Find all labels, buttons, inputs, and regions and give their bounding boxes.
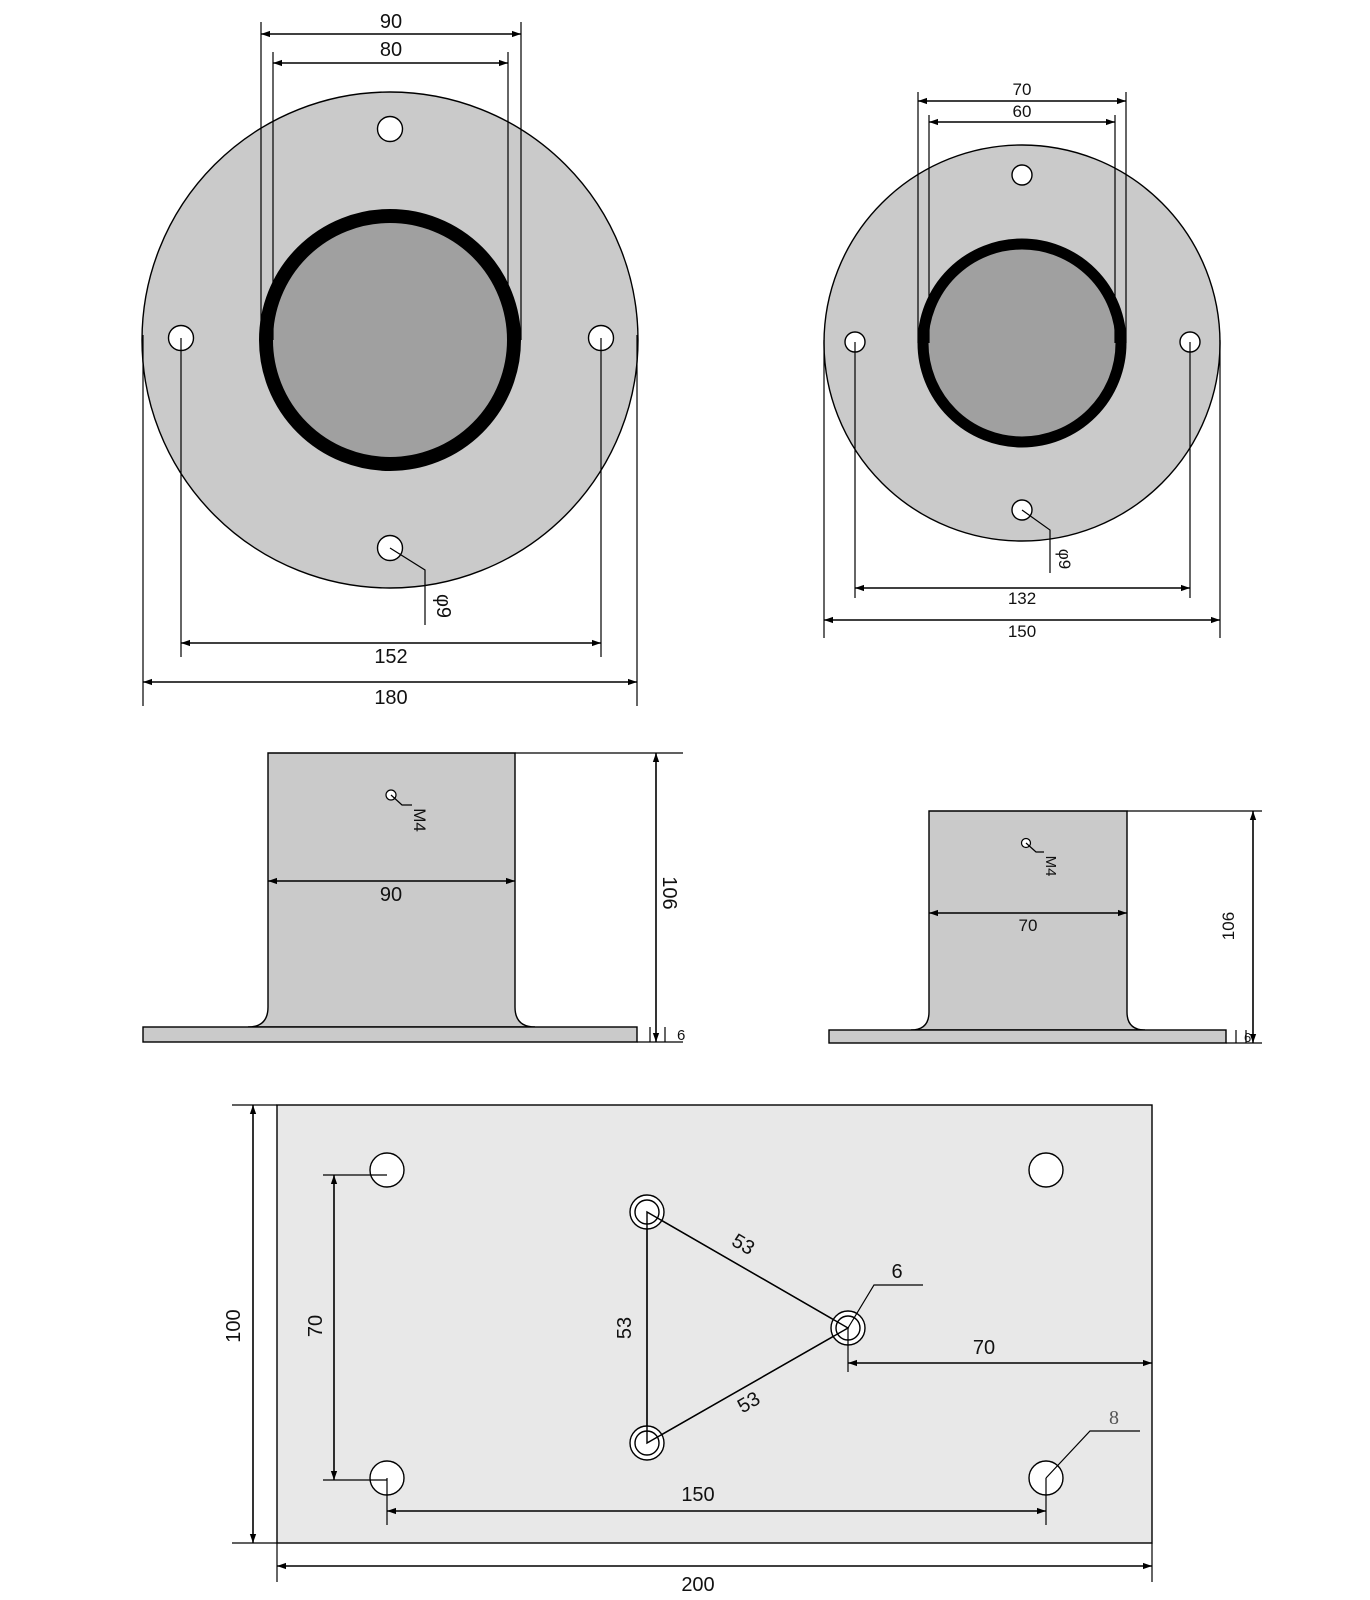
triangle-label-left: 53: [614, 1317, 636, 1339]
dim-label-180: 180: [374, 687, 407, 709]
dim-label-106: 106: [1219, 912, 1238, 940]
dim-label-100: 100: [223, 1309, 245, 1342]
base-plate: [828, 1029, 1227, 1044]
thread-callout-m4: M4: [410, 808, 429, 832]
dim-label-70: 70: [1013, 80, 1032, 99]
hole-callout-phi9: φ9: [1055, 549, 1074, 569]
tube-wall: [259, 209, 521, 471]
flange-small-top-view: 70 60 132 150 φ9: [823, 80, 1221, 641]
dim-label-6: 6: [1244, 1030, 1251, 1045]
dim-label-70-vertical: 70: [305, 1315, 327, 1337]
dim-label-70: 70: [1019, 916, 1038, 935]
dim-label-200: 200: [681, 1574, 714, 1596]
dim-label-106: 106: [658, 876, 680, 909]
bolt-hole-top: [1011, 164, 1033, 186]
plate-outline: [276, 1104, 1153, 1544]
dim-label-152: 152: [374, 646, 407, 668]
dim-label-70-horizontal: 70: [973, 1337, 995, 1359]
base-plate-view: 100 70 150 200 70 53 53 53 6 8: [223, 1104, 1153, 1596]
flange-large-top-view: 90 80 152 180 φ9: [141, 11, 639, 709]
corner-hole-callout: 8: [1109, 1407, 1119, 1429]
bolt-hole-top: [376, 115, 404, 143]
tube-wall: [917, 238, 1127, 448]
dim-label-60: 60: [1013, 102, 1032, 121]
small-hole-callout: 6: [891, 1261, 902, 1283]
dim-label-6: 6: [677, 1027, 685, 1044]
dim-label-90: 90: [380, 11, 402, 33]
corner-hole-top-right: [1028, 1152, 1064, 1188]
thread-callout-m4: M4: [1042, 856, 1059, 877]
flange-small-side-view: 70 106 6 M4: [828, 810, 1262, 1045]
corner-hole-top-left: [369, 1152, 405, 1188]
base-plate: [142, 1026, 638, 1043]
flange-large-side-view: 90 106 6 M4: [142, 752, 685, 1044]
dim-label-90: 90: [380, 884, 402, 906]
dim-label-150: 150: [1008, 622, 1036, 641]
dim-label-150: 150: [681, 1484, 714, 1506]
dim-label-132: 132: [1008, 589, 1036, 608]
hole-callout-phi9: φ9: [432, 594, 454, 618]
dim-label-80: 80: [380, 39, 402, 61]
